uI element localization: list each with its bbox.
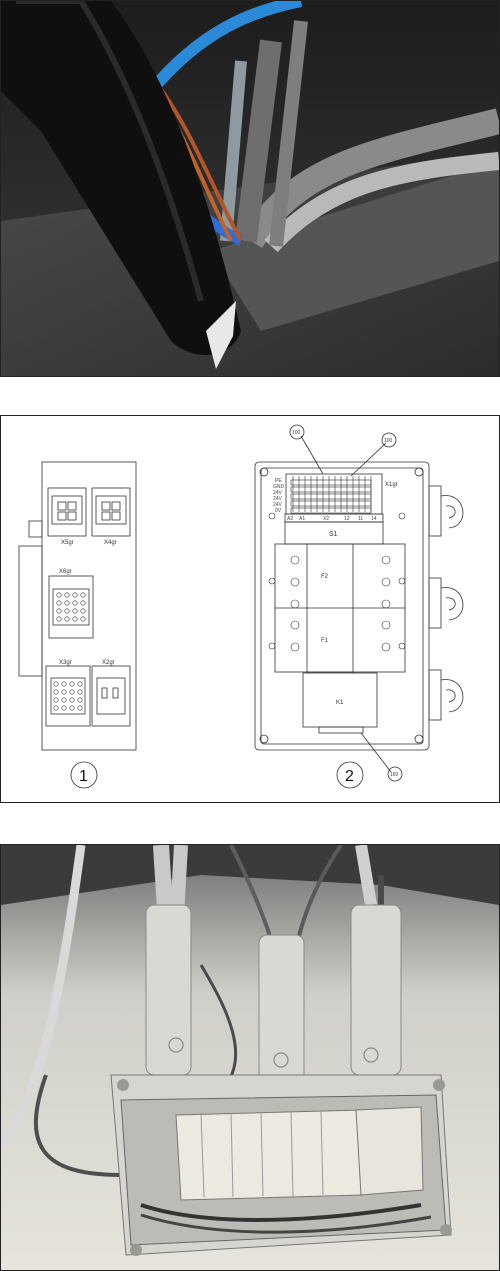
connector-label-x2: X2gr xyxy=(102,660,115,666)
terminal-block-label: X1gr xyxy=(385,482,398,488)
callout-label-a: 100 xyxy=(292,430,301,436)
connector-label-x3: X3gr xyxy=(59,660,72,666)
svg-text:12: 12 xyxy=(344,516,350,522)
fuse-lower-label: F1 xyxy=(321,638,329,644)
svg-text:A2: A2 xyxy=(287,516,293,522)
relay-label: K1 xyxy=(336,700,344,706)
junction-box-photo xyxy=(0,844,500,1271)
view-marker-1-label: 1 xyxy=(79,768,88,785)
fuse-upper-label: F2 xyxy=(321,574,329,580)
cable-routing-photo xyxy=(0,0,500,377)
switch-label: S1 xyxy=(329,531,338,538)
connector-label-x6: X6gr xyxy=(59,569,72,575)
svg-text:0V: 0V xyxy=(275,508,282,514)
connector-label-x5: X5gr xyxy=(61,540,74,546)
svg-text:14: 14 xyxy=(371,516,377,522)
view-marker-2-label: 2 xyxy=(345,768,354,785)
terminal-side-labels: PE GND 24V 24V 24V 0V xyxy=(273,478,285,514)
svg-text:A1: A1 xyxy=(299,516,305,522)
callout-label-b: 100 xyxy=(384,438,393,444)
svg-text:11: 11 xyxy=(358,516,363,522)
view1-side-panel xyxy=(19,462,136,750)
terminal-bottom-labels: A2 A1 X2 12 11 14 xyxy=(287,516,377,522)
callout-label-c: 160 xyxy=(390,772,399,778)
svg-text:X2: X2 xyxy=(323,516,329,522)
technical-drawing: X5gr X4gr X6gr X3gr X2gr 1 xyxy=(0,415,500,803)
connector-label-x4: X4gr xyxy=(104,540,117,546)
